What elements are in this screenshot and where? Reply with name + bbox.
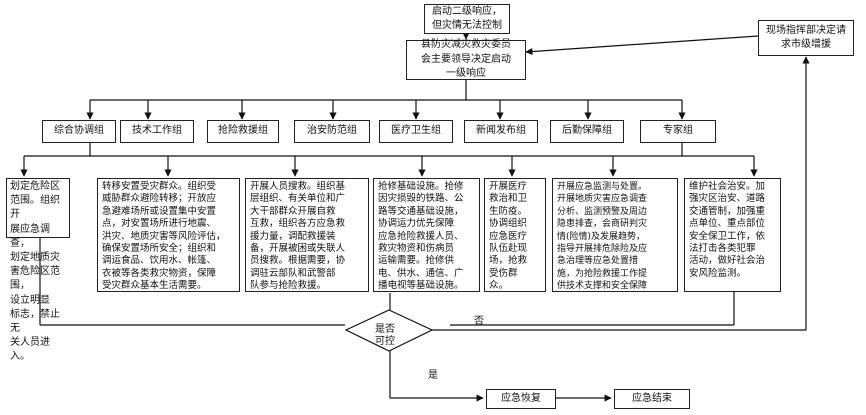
group-coordination: 综合协调组 <box>42 120 116 143</box>
group-medical: 医疗卫生组 <box>379 120 453 143</box>
group-experts: 专家组 <box>640 120 716 143</box>
detail-public-security: 维护社会治安。加 强灾区治安、道路 交通管制，加强重 点单位、重点部位 安全保卫… <box>684 178 781 292</box>
end-box: 应急结束 <box>614 389 690 409</box>
decision-diamond <box>344 309 434 352</box>
detail-medical: 开展医疗 救治和卫 生防疫。 协调组织 应急医疗 队伍赴现 场，抢救 受伤群 众… <box>484 178 546 292</box>
group-security: 治安防范组 <box>294 120 370 143</box>
decision-question: 是否 可控 <box>375 324 395 347</box>
group-logistics: 后勤保障组 <box>550 120 624 143</box>
detail-infrastructure: 抢修基础设施。抢修 因灾损毁的铁路、公 路等交通基础设施， 协调运力优先保障 应… <box>373 178 480 292</box>
field-hq-box: 现场指挥部决定请 求市级增援 <box>758 20 854 56</box>
committee-box: 县防灾减灾救灾委员 会主要领导决定启动 一级响应 <box>406 39 526 80</box>
detail-search-rescue: 开展人员搜救。组织基 层组织、有关单位和广 大干部群众开展自救 互救，组织各方应… <box>245 178 369 292</box>
detail-relocation: 转移安置受灾群众。组织受 威胁群众避险转移；开放应 急避难场所或设置集中安置 点… <box>97 178 240 292</box>
start-level2-box: 启动二级响应， 但灾情无法控制 <box>424 4 510 34</box>
group-technical: 技术工作组 <box>120 120 194 143</box>
group-rescue: 抢险救援组 <box>207 120 279 143</box>
decision-yes-label: 是 <box>428 370 438 381</box>
recovery-box: 应急恢复 <box>486 389 556 409</box>
detail-monitoring: 开展应急监测与处置。 开展地质灾害应急调查 分析、监测预警及周边 隐患排查，会商… <box>552 178 678 292</box>
group-news: 新闻发布组 <box>464 120 538 143</box>
detail-danger-zone: 划定危险区 范围。组织开 展应急调查， 划定地质灾 害危险区范围， 设立明显 标… <box>6 178 70 362</box>
decision-no-label: 否 <box>474 316 484 327</box>
